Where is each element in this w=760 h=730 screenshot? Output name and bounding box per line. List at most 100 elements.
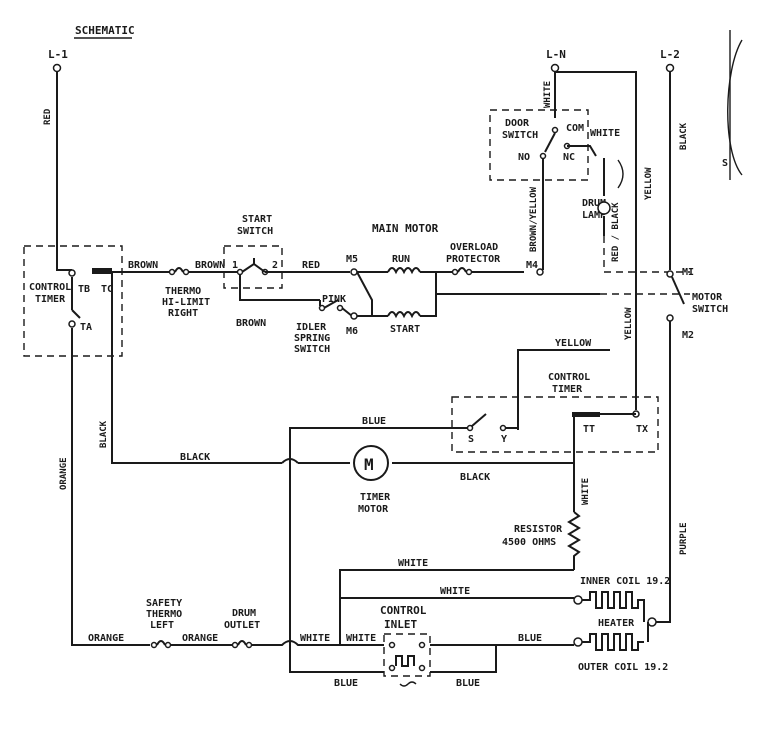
thermo-hi-element (174, 267, 184, 273)
m5-terminal (350, 268, 358, 276)
brown-wire-label-1: BROWN (128, 260, 158, 271)
idler-label-3: SWITCH (294, 344, 330, 355)
motor-switch-label-2: SWITCH (692, 304, 728, 315)
ln-label: L-N (546, 48, 566, 61)
tc-label: TC (101, 284, 113, 295)
wire-crossover (281, 458, 299, 464)
idler-label-1: IDLER (296, 322, 327, 333)
door-switch-blade (544, 132, 556, 153)
m1-terminal (666, 270, 674, 278)
thermo-label-1: THERMO (165, 286, 201, 297)
blue-bottom-right (430, 645, 497, 673)
blue-wire-label-1: BLUE (362, 416, 386, 427)
com-label: COM (566, 123, 584, 134)
control-timer2-label-1: CONTROL (548, 372, 590, 383)
overload-element (457, 267, 467, 273)
start-circuit-wires (356, 271, 437, 317)
timer-motor-label-2: MOTOR (358, 504, 389, 515)
white-wire-label-7: WHITE (346, 633, 376, 644)
start-switch-terminal-1 (236, 268, 244, 276)
start-switch-label-2: SWITCH (237, 226, 273, 237)
inlet-element (395, 655, 415, 667)
resistor-label-2: 4500 OHMS (502, 537, 556, 548)
white-wire-label-6: WHITE (300, 633, 330, 644)
door-switch-label-1: DOOR (505, 118, 530, 129)
safety-thermo-terminal-b (164, 641, 172, 649)
inlet-terminal-c (388, 664, 396, 672)
run-winding (387, 267, 421, 275)
drum-lamp-label-2: LAMP (582, 210, 606, 221)
yellow-horizontal-wire (517, 349, 610, 430)
door-no-terminal (539, 152, 547, 160)
drum-lamp-label-1: DRUM (582, 198, 606, 209)
ta-terminal (68, 320, 76, 328)
thermo-label-3: RIGHT (168, 308, 198, 319)
m2-label: M2 (682, 330, 694, 341)
white-wire-label-3: WHITE (581, 478, 591, 505)
motor-switch-blade (671, 276, 685, 305)
yellow-wire-label-1: YELLOW (644, 167, 654, 200)
drum-outlet-label-1: DRUM (232, 608, 256, 619)
blue-wire-label-3: BLUE (334, 678, 358, 689)
idler-switch-blade (319, 299, 339, 309)
y-label: Y (501, 434, 507, 445)
inlet-symbol (399, 681, 417, 687)
inner-coil-element (582, 591, 645, 622)
black-wire-label: BLACK (99, 420, 109, 448)
brown-wire-label-2: BROWN (195, 260, 225, 271)
blue-wire-label-2: BLUE (518, 633, 542, 644)
l2-terminal (665, 63, 675, 73)
black-right-label: BLACK (679, 122, 689, 150)
start-switch-pin-1: 1 (232, 260, 238, 271)
control-inlet-label-2: INLET (384, 618, 417, 631)
yellow-wire-label-2: YELLOW (624, 307, 634, 340)
purple-wire (655, 321, 671, 623)
black-wire (111, 272, 282, 464)
brown-wire-label-3: BROWN (236, 318, 266, 329)
m6-terminal (350, 312, 358, 320)
control-timer2-label-2: TIMER (552, 384, 583, 395)
m1-label: MI (682, 267, 694, 278)
resistor-label-1: RESISTOR (514, 524, 563, 535)
start-winding (387, 311, 421, 319)
edge-s-label: S (722, 158, 728, 169)
white-wire-label-2: WHITE (590, 128, 620, 139)
overload-terminal-a (451, 268, 459, 276)
pink-wire-label: PINK (322, 294, 346, 305)
drum-outlet-terminal-b (245, 641, 253, 649)
m2-terminal (666, 314, 674, 322)
l1-wire (56, 72, 72, 271)
control-inlet-label-1: CONTROL (380, 604, 427, 617)
start-switch-pin-2: 2 (272, 260, 278, 271)
tt-label: TT (583, 424, 595, 435)
inlet-terminal-a (388, 641, 396, 649)
red-wire-label: RED (43, 108, 53, 125)
brown-yellow-label: BROWN/YELLOW (529, 186, 539, 252)
thermo-hi-terminal-b (182, 268, 190, 276)
outer-coil-element (582, 633, 644, 651)
schematic-title: SCHEMATIC (75, 24, 135, 37)
overload-label-1: OVERLOAD (450, 242, 498, 253)
drum-outlet-element (237, 640, 247, 646)
black-wire-label-3: BLACK (460, 472, 490, 483)
ln-terminal (550, 63, 560, 73)
tt-wire (573, 413, 636, 470)
overload-label-2: PROTECTOR (446, 254, 501, 265)
tx-label: TX (636, 424, 648, 435)
orange-wire-label-3: ORANGE (182, 633, 218, 644)
nc-label: NC (563, 152, 575, 163)
tb-label: TB (78, 284, 90, 295)
door-nc-wire (567, 145, 597, 157)
timer-lower-blade (471, 413, 487, 427)
inner-coil-label: INNER COIL 19.2 (580, 576, 670, 587)
heater-common-terminal (647, 617, 657, 627)
idler-label-2: SPRING (294, 333, 330, 344)
run-label: RUN (392, 254, 410, 265)
thermo-hi-terminal-a (168, 268, 176, 276)
safety-thermo-terminal-a (150, 641, 158, 649)
main-motor-label: MAIN MOTOR (372, 222, 439, 235)
motor-switch-label-1: MOTOR (692, 292, 723, 303)
m6-label: M6 (346, 326, 358, 337)
